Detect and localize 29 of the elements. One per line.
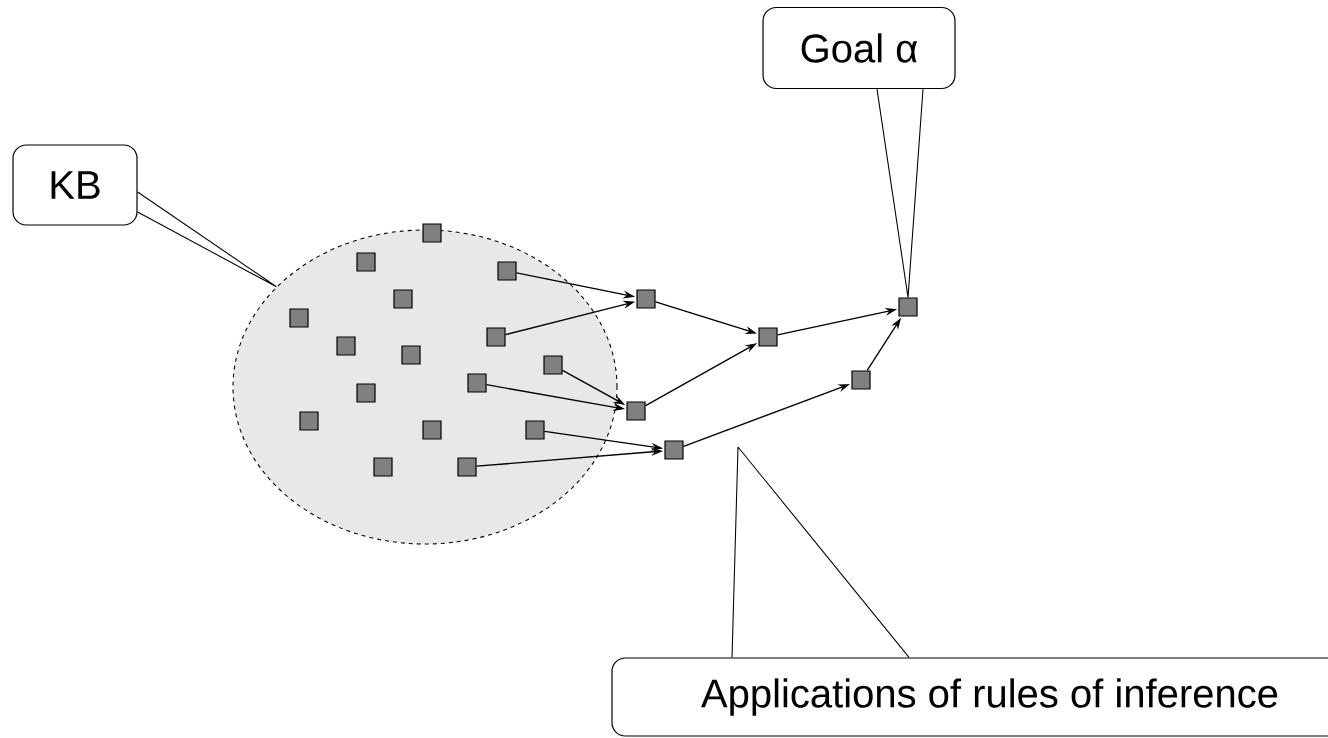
- callout-box: Applications of rules of inference: [611, 657, 1328, 737]
- square-node: [636, 289, 656, 309]
- callout-pointer: [876, 88, 924, 298]
- square-node: [543, 355, 563, 375]
- square-node: [299, 411, 319, 431]
- square-node: [289, 308, 309, 328]
- square-node: [401, 345, 421, 365]
- square-node: [626, 401, 646, 421]
- square-node: [497, 261, 517, 281]
- square-node: [467, 373, 487, 393]
- square-node: [486, 327, 506, 347]
- square-node: [356, 252, 376, 272]
- square-node: [525, 420, 545, 440]
- square-node: [422, 420, 442, 440]
- square-node: [664, 440, 684, 460]
- square-node: [758, 327, 778, 347]
- callout-box: KB: [12, 144, 138, 226]
- callout-pointer: [137, 191, 277, 288]
- square-node: [851, 370, 871, 390]
- square-node: [356, 383, 376, 403]
- square-node: [393, 289, 413, 309]
- square-node: [373, 457, 393, 477]
- callout-pointer: [731, 446, 910, 658]
- square-node: [457, 457, 477, 477]
- square-node: [898, 297, 918, 317]
- callout-box: Goal α: [762, 6, 956, 90]
- dashed-circle: [232, 229, 618, 545]
- square-node: [336, 336, 356, 356]
- square-node: [422, 223, 442, 243]
